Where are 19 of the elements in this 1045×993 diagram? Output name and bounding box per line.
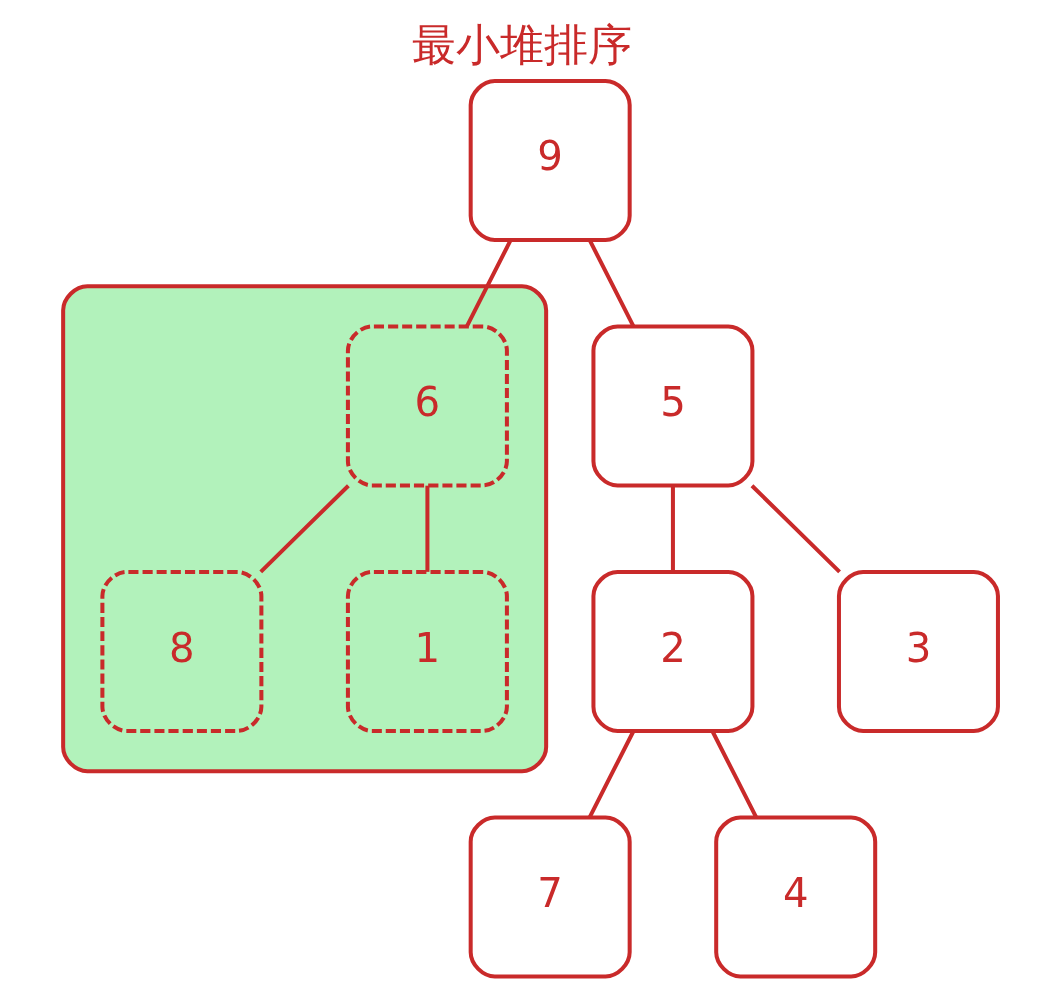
node-box: 6	[345, 324, 509, 488]
node-box: 5	[591, 324, 755, 488]
connector	[670, 485, 675, 572]
node-box: 4	[714, 815, 878, 979]
connector	[750, 484, 841, 574]
node-box: 7	[468, 815, 632, 979]
connector	[587, 239, 636, 328]
connector	[710, 730, 759, 819]
connector	[425, 485, 430, 572]
node-box: 3	[836, 569, 1000, 733]
node-box: 2	[591, 569, 755, 733]
connector	[587, 730, 636, 819]
connector	[465, 239, 513, 328]
diagram-title: 最小堆排序	[412, 18, 633, 70]
cluster	[61, 284, 549, 774]
node-box: 9	[468, 78, 632, 242]
connector	[259, 484, 350, 574]
node-box: 8	[100, 569, 264, 733]
node-box: 1	[345, 569, 509, 733]
